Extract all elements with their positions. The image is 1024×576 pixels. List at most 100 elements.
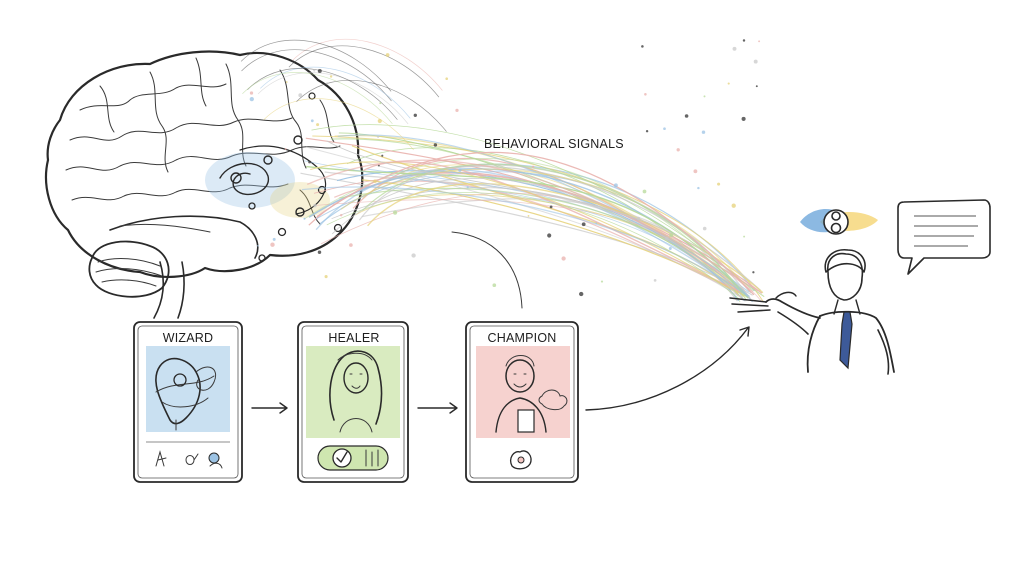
signal-particle	[317, 69, 322, 73]
signal-particle	[445, 77, 449, 80]
signal-particle	[547, 233, 552, 238]
stream-to-champion-line	[451, 231, 523, 309]
signal-stream-line	[326, 140, 751, 294]
signal-stream-line	[303, 158, 750, 297]
signal-particle	[385, 53, 390, 57]
signal-particle	[316, 123, 320, 127]
signal-arc	[242, 72, 393, 125]
signal-arc	[247, 68, 398, 120]
signal-stream-line	[316, 151, 755, 296]
signal-stream-line	[338, 132, 745, 295]
signal-particle	[324, 275, 328, 279]
signal-particle	[697, 186, 700, 190]
signal-particle	[376, 135, 380, 138]
signal-stream-line	[308, 171, 763, 294]
signal-particle	[313, 69, 316, 72]
card-champion: CHAMPION	[465, 321, 579, 483]
signal-stream-line	[367, 183, 764, 294]
signal-particle	[373, 179, 377, 184]
signal-particle	[642, 189, 647, 194]
signal-arc	[240, 39, 392, 92]
speech-bubble-icon	[897, 199, 991, 275]
signal-particle	[413, 113, 417, 117]
card-flow-arrows	[251, 326, 750, 414]
signal-particle	[758, 40, 761, 43]
signal-particle	[303, 217, 306, 220]
signal-particle	[653, 279, 657, 282]
signal-particle	[455, 108, 459, 113]
signal-particle	[249, 91, 254, 95]
signal-stream-line	[331, 187, 746, 302]
wizard-figure-icon	[155, 357, 216, 431]
signal-particle	[702, 226, 707, 231]
signal-stream-line	[340, 168, 751, 292]
signal-arc	[296, 79, 447, 132]
healer-figure-icon	[329, 350, 383, 433]
healer-card-title: HEALER	[328, 331, 379, 345]
arrow-wizard-to-healer	[251, 402, 288, 414]
signal-particle	[693, 169, 698, 174]
signal-arc	[257, 72, 409, 125]
signal-particle	[531, 165, 535, 168]
signal-particle	[742, 39, 746, 42]
signal-particle	[411, 253, 416, 258]
arrow-healer-to-champion	[417, 402, 458, 414]
signal-particle	[732, 46, 737, 51]
signal-particle	[249, 96, 254, 102]
signal-stream-line	[301, 186, 749, 298]
signal-particle	[285, 81, 288, 83]
signal-stream-line	[310, 161, 739, 295]
signal-particle	[349, 243, 353, 247]
signal-particle	[527, 214, 530, 217]
signal-stream-line	[303, 160, 751, 297]
signal-stream-line	[312, 135, 764, 302]
eye-icon	[800, 208, 878, 235]
champion-card-title: CHAMPION	[488, 331, 557, 345]
signal-particle	[644, 93, 647, 96]
signal-stream-line	[331, 178, 739, 297]
signal-particle	[579, 291, 584, 297]
signal-particle	[668, 247, 672, 250]
signal-particles	[249, 39, 761, 297]
signal-particle	[381, 154, 384, 157]
signal-particle	[326, 82, 329, 85]
signal-particle	[313, 203, 317, 208]
champion-figure-icon	[495, 355, 568, 433]
signal-particle	[743, 235, 746, 238]
signal-particle	[257, 244, 259, 247]
signal-particle	[631, 218, 634, 221]
signal-particle	[492, 283, 497, 288]
signal-particle	[310, 119, 314, 123]
signal-particle	[466, 186, 469, 189]
signal-particle	[377, 118, 382, 124]
signal-stream-line	[351, 145, 744, 300]
signal-particle	[284, 148, 287, 150]
signal-particle	[717, 182, 721, 186]
signal-arc	[288, 45, 440, 98]
signal-arc	[260, 66, 411, 119]
signal-stream-line	[306, 165, 749, 299]
signal-particle	[663, 127, 666, 131]
signal-arc	[292, 38, 443, 91]
signal-particle	[641, 45, 644, 48]
signal-particle	[613, 183, 618, 188]
signal-particle	[379, 102, 382, 105]
behavioral-signals-label: BEHAVIORAL SIGNALS	[484, 137, 624, 151]
brain-activity	[205, 92, 343, 262]
signal-particle	[581, 222, 586, 227]
signal-stream-line	[306, 159, 759, 292]
card-wizard: WIZARD	[133, 321, 243, 483]
signal-particle	[595, 222, 598, 225]
signal-particle	[458, 168, 462, 172]
person-figure	[729, 248, 895, 375]
signal-particle	[684, 114, 689, 118]
wizard-portrait-bg	[146, 346, 230, 432]
card-healer: HEALER	[297, 321, 409, 483]
signal-arc	[263, 98, 414, 151]
signal-particle	[561, 256, 566, 261]
signal-particle	[329, 75, 333, 78]
signal-particle	[636, 216, 641, 221]
signal-particle	[308, 160, 312, 164]
